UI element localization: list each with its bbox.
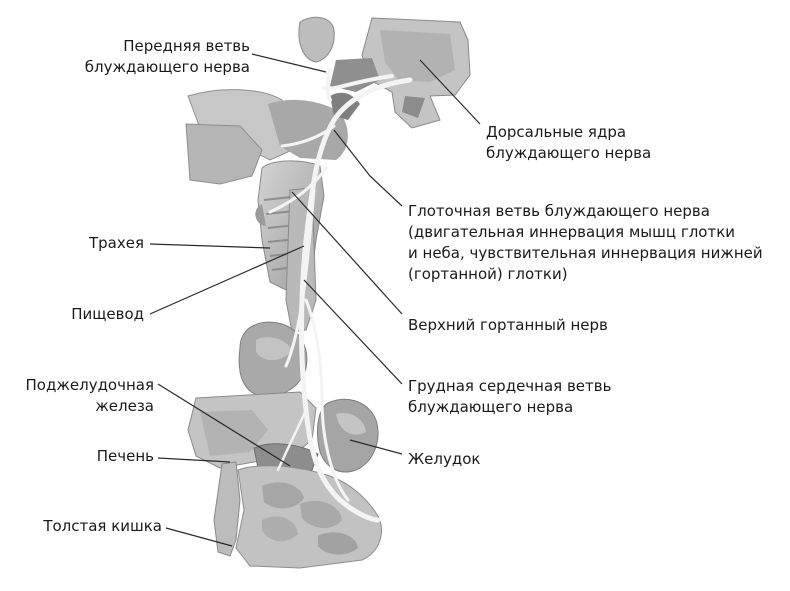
- heart-organ: [238, 321, 308, 397]
- label-anterior-vagus: Передняя ветвь блуждающего нерва: [84, 37, 250, 76]
- leader-pancreas: [157, 383, 291, 467]
- label-liver: Печень: [96, 447, 154, 465]
- leader-superior-laryngeal: [291, 191, 403, 315]
- label-superior-laryngeal: Верхний гортанный нерв: [408, 316, 608, 334]
- label-stomach: Желудок: [408, 450, 481, 468]
- label-esophagus: Пищевод: [71, 305, 144, 323]
- label-colon: Толстая кишка: [43, 517, 162, 535]
- leader-stomach: [349, 439, 403, 455]
- leader-anterior-vagus: [251, 53, 327, 73]
- leader-colon: [165, 527, 233, 547]
- label-thoracic-cardiac: Грудная сердечная ветвь блуждающего нерв…: [408, 377, 612, 416]
- vagus-nerve: [268, 68, 413, 523]
- leader-pharyngeal: [333, 129, 403, 207]
- colon-organ: [213, 461, 382, 569]
- label-pharyngeal-branch: Глоточная ветвь блуждающего нерва (двига…: [408, 202, 763, 283]
- leader-trachea: [149, 243, 271, 249]
- label-dorsal-nuclei: Дорсальные ядра блуждающего нерва: [486, 123, 652, 162]
- leader-liver: [157, 457, 231, 463]
- label-pancreas: Поджелудочная железа: [25, 376, 154, 415]
- leader-thoracic-cardiac: [303, 279, 403, 385]
- brainstem: [361, 17, 471, 129]
- leader-dorsal-nuclei: [419, 59, 481, 125]
- label-trachea: Трахея: [88, 234, 144, 252]
- leader-esophagus: [149, 245, 305, 315]
- leader-lines: [149, 53, 481, 547]
- stomach-organ: [317, 398, 379, 473]
